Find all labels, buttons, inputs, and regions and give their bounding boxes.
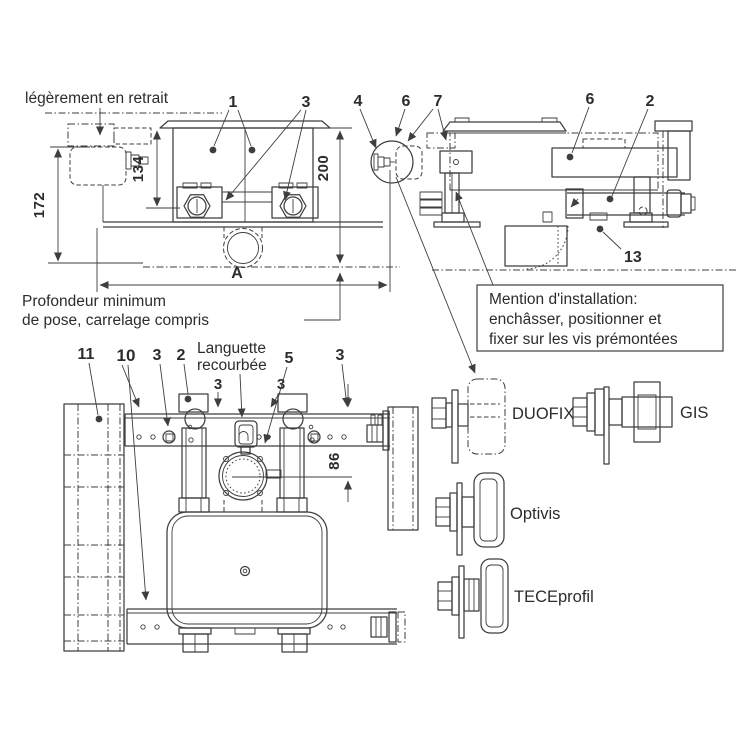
dim-200-value: 200 — [315, 155, 332, 182]
part-2b-dot — [184, 395, 192, 403]
dim-86: 86 — [326, 384, 352, 502]
dim-172-value: 172 — [31, 192, 48, 219]
dim-134-value: 134 — [130, 156, 147, 183]
system-label-optivis: Optivis — [510, 505, 560, 523]
part-13-dot — [596, 225, 604, 233]
depth-note-leader — [304, 272, 344, 321]
system-label-teceprofil: TECEprofil — [514, 588, 594, 606]
tank-feet — [178, 627, 311, 653]
part-label-6-side: 6 — [586, 91, 595, 108]
bottom-view: 11 10 3 2 Languette recourbée 5 3 3 3 — [63, 340, 419, 653]
teceprofil-bracket — [480, 558, 509, 634]
curved-tongue-tab — [234, 420, 258, 455]
part-label-3b: 3 — [214, 376, 222, 393]
dim-200: 200 — [315, 127, 352, 264]
duofix-bracket — [467, 378, 506, 455]
install-note-box: Mention d'installation: enchâsser, posit… — [455, 191, 724, 352]
fitting-detail: 6 7 — [370, 93, 476, 374]
part-11-dot — [95, 415, 103, 423]
side-view: 6 2 13 — [419, 91, 738, 271]
upper-rail — [124, 410, 390, 451]
dim-172: 172 — [31, 146, 400, 268]
tab-note-line2: recourbée — [197, 357, 267, 374]
part-6-dot — [566, 153, 574, 161]
part-1-dot2 — [248, 146, 256, 154]
part-label-5: 5 — [285, 350, 294, 367]
depth-note-line2: de pose, carrelage compris — [22, 312, 209, 329]
pipe-bend-arc — [524, 225, 569, 270]
frame-front — [103, 120, 383, 268]
cistern-box — [551, 147, 678, 178]
depth-note: Profondeur minimum de pose, carrelage co… — [22, 272, 344, 329]
dim-A: A — [96, 170, 391, 292]
part-label-3c: 3 — [277, 376, 285, 393]
rail-screw-left — [162, 430, 176, 444]
lower-rail — [126, 608, 406, 645]
drain-bend — [218, 451, 352, 512]
system-gis: GIS — [572, 381, 708, 465]
gis-bracket — [633, 381, 661, 443]
part-label-11: 11 — [78, 346, 95, 363]
part-label-2b: 2 — [177, 347, 186, 364]
supply-pipe-left — [178, 393, 210, 513]
system-label-gis: GIS — [680, 404, 708, 422]
drain-pipe-circle — [223, 228, 263, 268]
part-label-13: 13 — [624, 249, 642, 266]
wall-bracket — [67, 123, 152, 222]
part-label-3-top: 3 — [302, 94, 311, 111]
install-note-line1: Mention d'installation: — [489, 291, 638, 308]
part-label-3d: 3 — [336, 347, 345, 364]
part-label-1: 1 — [229, 94, 238, 111]
part-label-4: 4 — [354, 93, 363, 110]
supply-pipe-right — [276, 393, 308, 513]
elbow-box — [504, 225, 568, 267]
dim-A-value: A — [231, 265, 243, 282]
part-label-6-detail: 6 — [402, 93, 411, 110]
depth-note-line1: Profondeur minimum — [22, 293, 166, 310]
part-label-7: 7 — [434, 93, 443, 110]
system-teceprofil: TECEprofil — [437, 558, 594, 639]
part-label-2-side: 2 — [646, 93, 655, 110]
optivis-bracket — [473, 472, 505, 548]
part-1-dot — [209, 146, 217, 154]
fitting-to-duofix-leader — [395, 176, 476, 374]
tab-note-line1: Languette — [197, 340, 266, 357]
rail-screw-right — [307, 430, 321, 444]
part-label-3a: 3 — [153, 347, 162, 364]
dim-86-value: 86 — [326, 452, 343, 470]
system-duofix: DUOFIX — [431, 378, 574, 464]
recessed-note: légèrement en retrait — [25, 90, 169, 107]
install-note-leader — [455, 191, 494, 286]
part-label-10: 10 — [117, 346, 136, 365]
system-optivis: Optivis — [435, 472, 560, 556]
system-label-duofix: DUOFIX — [512, 405, 574, 423]
wall-profile-left — [63, 403, 125, 652]
install-note-line3: fixer sur les vis prémontées — [489, 331, 678, 348]
part-2-dot — [606, 195, 614, 203]
dim-134: 134 — [130, 130, 180, 209]
install-note-line2: enchâsser, positionner et — [489, 311, 662, 328]
front-view: légèrement en retrait 172 — [25, 90, 400, 292]
wall-profile-right — [387, 406, 419, 531]
cistern-tank — [166, 511, 328, 635]
leg-screw-plate — [439, 150, 473, 174]
